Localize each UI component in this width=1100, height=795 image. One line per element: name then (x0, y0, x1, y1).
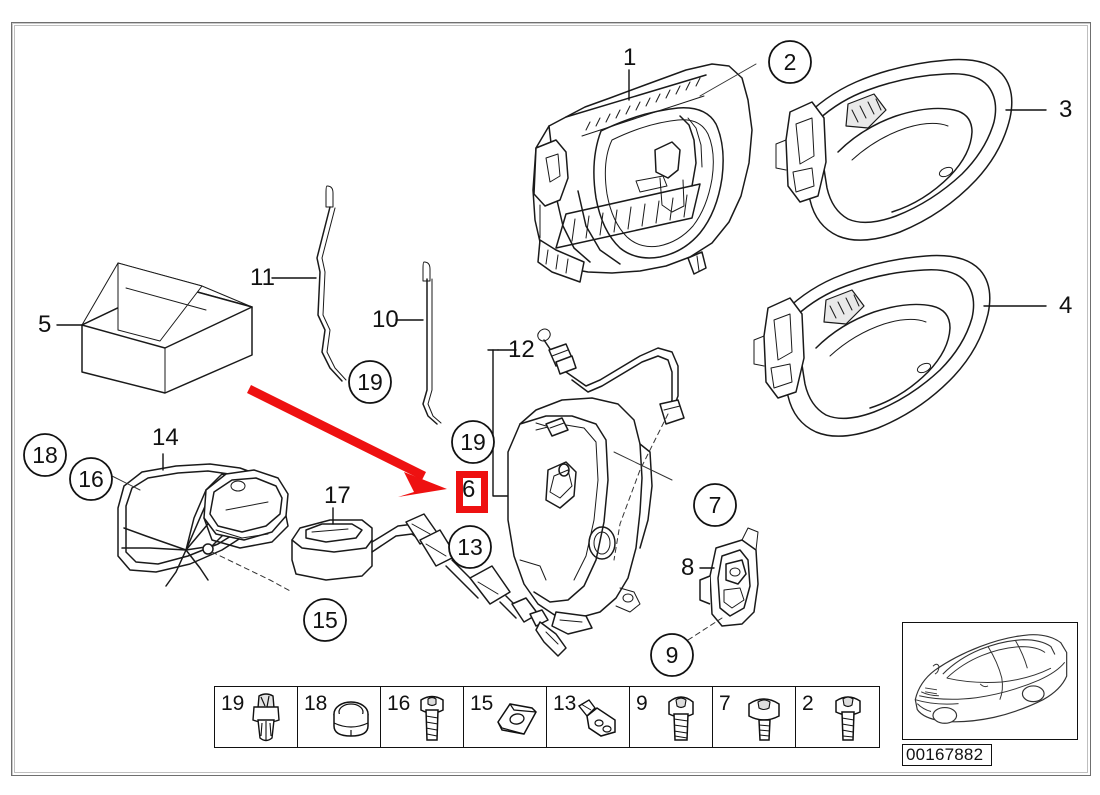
torx-screw-icon (835, 696, 861, 741)
part-12-bowden-cable (537, 328, 685, 425)
part-4-outer-handle (753, 254, 991, 437)
torx-pan-screw-icon (748, 698, 780, 741)
legend-label-15: 15 (470, 692, 494, 715)
callout-circle-15 (303, 598, 347, 642)
callout-label-13: 13 (457, 533, 483, 560)
callout-label-15: 15 (312, 606, 338, 633)
part-8-striker (699, 527, 759, 627)
legend-label-16: 16 (387, 692, 411, 715)
callout-circle-19b (451, 420, 495, 464)
callout-label-7: 7 (708, 491, 722, 518)
diagram-frame-inner (14, 25, 1088, 773)
callout-circle-7 (693, 483, 737, 527)
fastener-legend: 19 18 16 (214, 686, 880, 748)
legend-label-19: 19 (221, 692, 245, 715)
legend-cell-19: 19 (215, 687, 298, 747)
callout-circle-18 (23, 433, 67, 477)
legend-label-9: 9 (636, 692, 648, 715)
legend-cell-13: 13 (547, 687, 630, 747)
callout-circle-13 (448, 525, 492, 569)
callout-label-3: 3 (1059, 96, 1073, 123)
legend-cell-16: 16 (381, 687, 464, 747)
callout-circle-9 (650, 633, 694, 677)
cable-end-fitting-icon (577, 699, 616, 737)
part-11-rod (316, 185, 347, 382)
diagram-frame-outer (11, 22, 1091, 776)
part-1-handle-carrier (532, 63, 753, 283)
sedan-outline-icon (914, 634, 1068, 724)
highlight-box-item-6 (456, 471, 488, 513)
callout-label-19a: 19 (357, 368, 383, 395)
grommet-plug-icon (333, 701, 369, 737)
callout-circle-19a (348, 360, 392, 404)
callout-label-11: 11 (250, 264, 275, 291)
legend-cell-9: 9 (630, 687, 713, 747)
hex-flange-screw-icon (668, 696, 694, 741)
part-17-grommet-cover (291, 519, 373, 581)
callout-label-5: 5 (38, 311, 52, 338)
legend-label-7: 7 (719, 692, 731, 715)
callout-label-10: 10 (372, 306, 399, 333)
callout-circle-2 (768, 40, 812, 84)
callout-label-6: 6 (462, 476, 476, 503)
callout-label-9: 9 (665, 641, 679, 668)
highlight-arrow (246, 384, 447, 497)
legend-label-13: 13 (553, 692, 577, 715)
legend-cell-7: 7 (713, 687, 796, 747)
callout-label-1: 1 (623, 44, 637, 71)
callout-circle-16 (69, 457, 113, 501)
callout-label-4: 4 (1059, 292, 1073, 319)
legend-cell-18: 18 (298, 687, 381, 747)
callout-label-16: 16 (78, 465, 104, 492)
part-3-outer-handle (775, 58, 1013, 241)
part-5-carton (81, 262, 253, 394)
callout-label-2: 2 (783, 48, 797, 75)
callout-label-8: 8 (681, 554, 695, 581)
part-14-sealing-cover (117, 463, 289, 587)
legend-label-18: 18 (304, 692, 328, 715)
legend-label-2: 2 (802, 692, 814, 715)
part-lower-cable (371, 513, 567, 657)
vehicle-thumbnail (902, 622, 1078, 740)
part-6-door-lock (507, 397, 653, 635)
legend-cell-2: 2 (796, 687, 879, 747)
diagram-id-label: 00167882 (902, 744, 992, 766)
callout-label-12: 12 (508, 336, 535, 363)
part-10-rod (422, 261, 442, 425)
pan-head-screw-icon (420, 695, 444, 741)
callout-label-14: 14 (152, 424, 179, 451)
clip-nut-icon (497, 703, 537, 735)
legend-cell-15: 15 (464, 687, 547, 747)
expanding-rivet-icon (252, 693, 280, 742)
callout-label-18: 18 (32, 441, 58, 468)
callout-label-19b: 19 (460, 428, 486, 455)
callout-label-17: 17 (324, 482, 351, 509)
